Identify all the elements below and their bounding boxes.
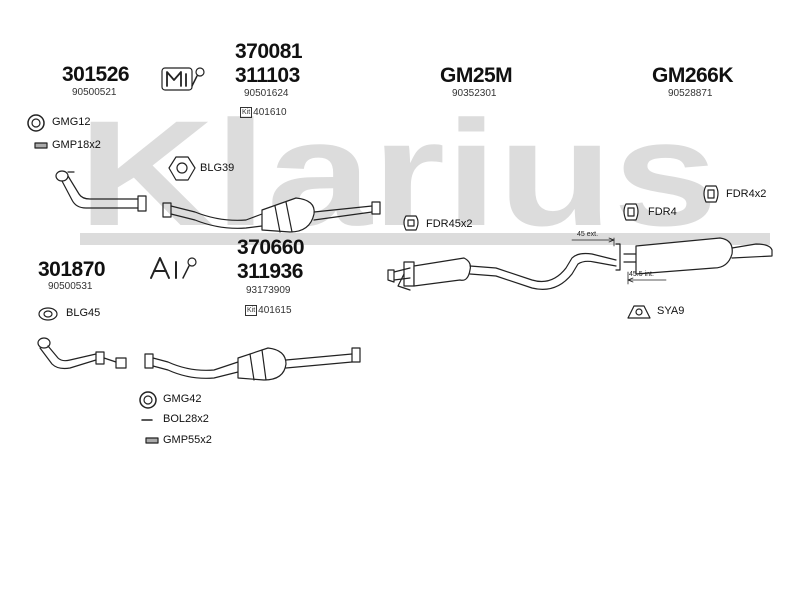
dimension-45-ext: 45 ext. <box>577 231 599 238</box>
oe-number-90501624: 90501624 <box>244 88 289 99</box>
kit-number-text: 401615 <box>258 304 292 316</box>
catalytic-converter-370081-drawing <box>162 197 381 233</box>
label-blg39: BLG39 <box>200 162 235 174</box>
part-number-gm25m: GM25M <box>440 64 513 87</box>
catalyst-a-icon <box>150 257 197 279</box>
part-number-370660: 370660 <box>237 236 305 259</box>
part-number-311103: 311103 <box>235 64 300 87</box>
blg39-gasket-icon <box>168 156 196 181</box>
fdr4-rubber-icon <box>623 203 639 221</box>
oe-number-90500531: 90500531 <box>48 281 93 292</box>
label-gmp55x2: GMP55x2 <box>163 434 212 446</box>
downpipe-301526-drawing <box>55 170 147 212</box>
dimension-lines <box>571 237 667 285</box>
gmg12-gasket-icon <box>27 114 45 132</box>
label-gmp18x2: GMP18x2 <box>52 139 101 151</box>
part-number-gm266k: GM266K <box>652 64 734 87</box>
kit-icon: Kit <box>240 107 253 118</box>
gmp55-spring-icon <box>145 437 159 444</box>
fdr4x2-rubber-icon <box>703 185 719 203</box>
kit-number-401615: Kit 401615 <box>245 305 292 316</box>
part-number-301526: 301526 <box>62 63 130 86</box>
fdr45-rubber-icon <box>403 215 419 231</box>
part-number-301870: 301870 <box>38 258 106 281</box>
label-gmg42: GMG42 <box>163 393 202 405</box>
oe-number-90528871: 90528871 <box>668 88 713 99</box>
dimension-45-5-int: 45.5 int. <box>629 271 654 278</box>
downpipe-301870-drawing <box>37 337 127 370</box>
blg45-gasket-icon <box>38 307 58 321</box>
oe-number-90500521: 90500521 <box>72 87 117 98</box>
label-gmg12: GMG12 <box>52 116 91 128</box>
kit-icon: Kit <box>245 305 258 316</box>
sya9-clamp-icon <box>627 305 651 319</box>
kit-number-401610: Kit 401610 <box>240 107 287 118</box>
part-number-311936: 311936 <box>237 260 303 283</box>
label-bol28x2: BOL28x2 <box>163 413 209 425</box>
kit-number-text: 401610 <box>253 106 287 118</box>
part-number-370081: 370081 <box>235 40 303 63</box>
label-fdr45x2: FDR45x2 <box>426 218 473 230</box>
gmp18-spring-icon <box>34 142 48 149</box>
label-fdr4x2: FDR4x2 <box>726 188 767 200</box>
label-blg45: BLG45 <box>66 307 101 319</box>
oe-number-90352301: 90352301 <box>452 88 497 99</box>
catalyst-m-icon <box>161 67 205 91</box>
label-sya9: SYA9 <box>657 305 685 317</box>
gmg42-gasket-icon <box>139 391 157 409</box>
catalytic-converter-370660-drawing <box>144 347 361 381</box>
label-fdr4: FDR4 <box>648 206 677 218</box>
rear-silencer-gm266k-drawing <box>615 237 773 275</box>
oe-number-93173909: 93173909 <box>246 285 291 296</box>
middle-silencer-gm25m-drawing <box>387 252 617 291</box>
